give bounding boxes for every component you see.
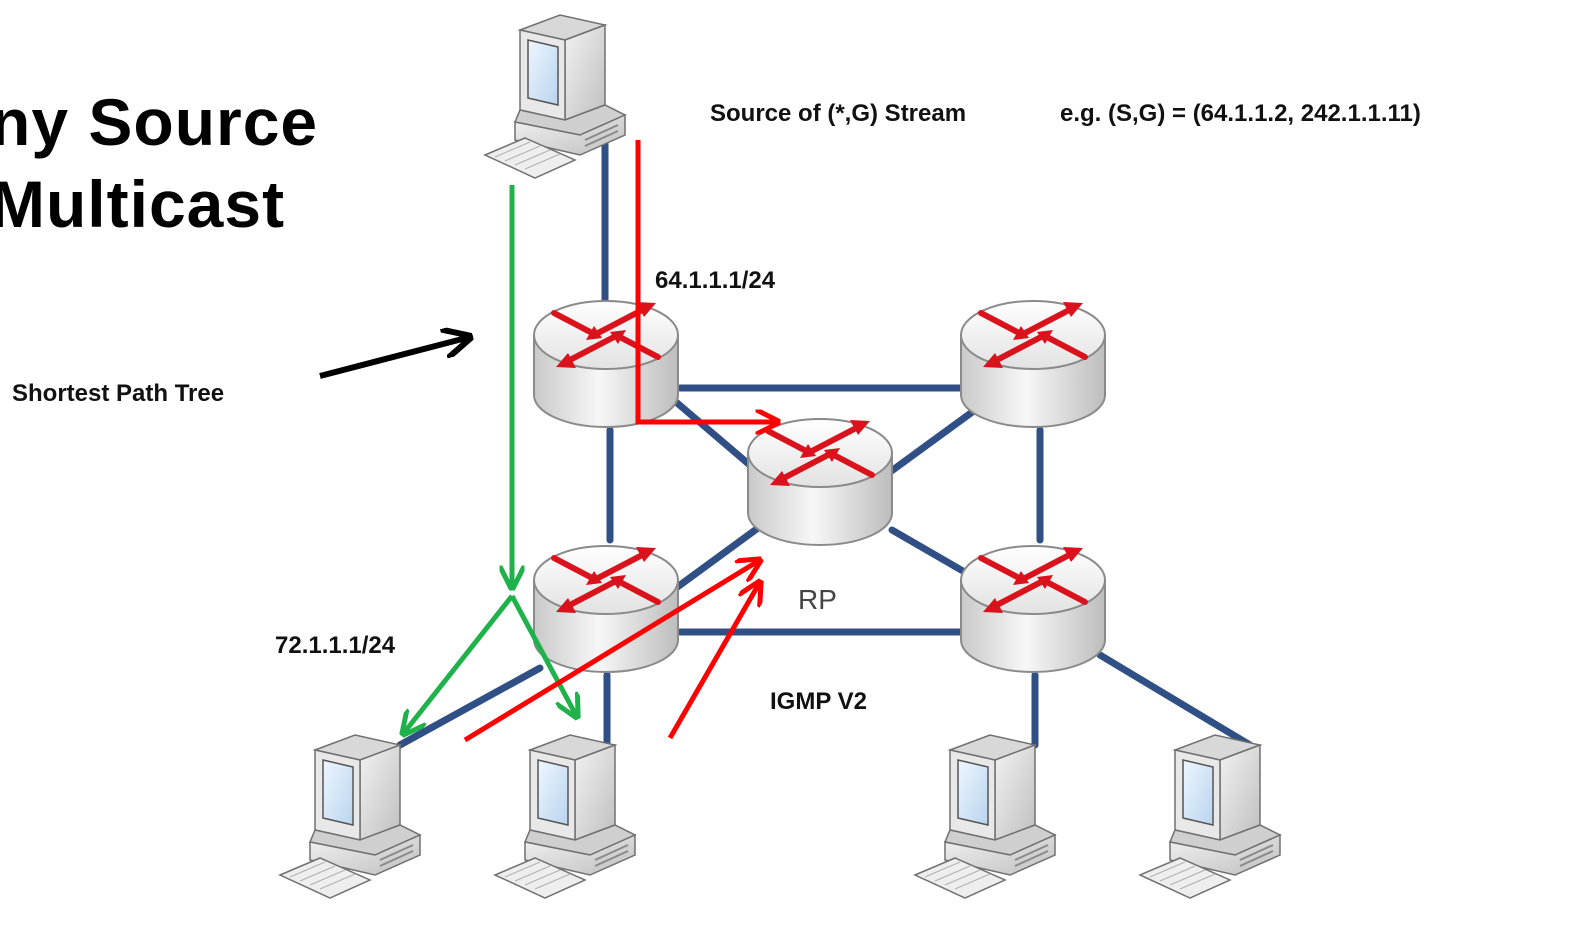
- link-tl-rp: [672, 398, 762, 476]
- link-tr-rp: [886, 406, 979, 476]
- router-icon: [961, 301, 1105, 427]
- igmp-label: IGMP V2: [770, 688, 867, 715]
- router-icon: [534, 301, 678, 427]
- rp-router-icon: [748, 419, 892, 545]
- router-icon: [961, 546, 1105, 672]
- link-bl-rp: [672, 524, 762, 592]
- source-stream-label: Source of (*,G) Stream: [710, 100, 967, 127]
- receiver-computer-icon: [494, 734, 636, 899]
- rp-label: RP: [798, 584, 837, 615]
- spt-label: Shortest Path Tree: [12, 380, 225, 407]
- source-to-rp-path: [635, 140, 778, 422]
- receiver-subnet-label: 72.1.1.1/24: [275, 632, 396, 659]
- join-arrow-right: [667, 582, 760, 740]
- page-title-line1: ny Source: [0, 85, 319, 159]
- spt-path: [403, 185, 577, 734]
- link-br-rp: [888, 526, 979, 582]
- shared-path: [463, 140, 778, 743]
- computer-icon: [914, 734, 1056, 899]
- sg-example-label: e.g. (S,G) = (64.1.1.2, 242.1.1.11): [1060, 100, 1421, 127]
- page-title-line2: Multicast: [0, 167, 286, 241]
- computer-icon: [1139, 734, 1281, 899]
- spt-pointer-arrow: [319, 337, 470, 379]
- join-arrow-left: [463, 560, 760, 743]
- link-br-pc4: [1096, 651, 1254, 749]
- spt-branch-left: [403, 594, 514, 734]
- source-subnet-label: 64.1.1.1/24: [655, 267, 776, 294]
- spt-branch-right: [509, 594, 577, 717]
- receiver-computer-icon: [279, 734, 421, 899]
